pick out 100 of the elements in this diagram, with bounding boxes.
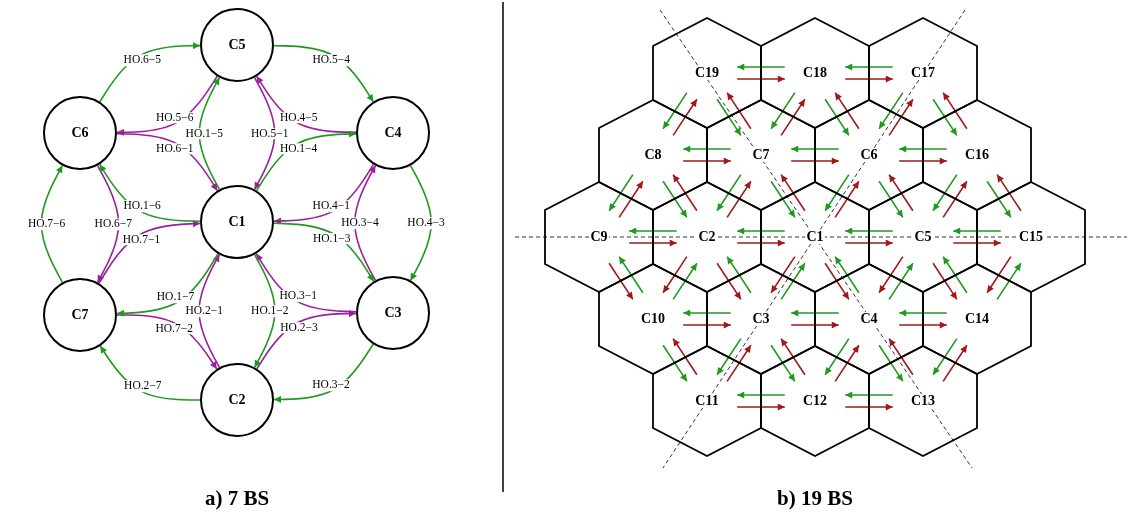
- edge-label: HO.4−3: [406, 217, 446, 229]
- arrow: [780, 173, 806, 212]
- arrow: [726, 344, 752, 383]
- arrow: [628, 227, 678, 235]
- panel-caption: a) 7 BS: [204, 486, 270, 511]
- arrow: [942, 91, 968, 130]
- arrow: [96, 164, 120, 284]
- cell-label: C14: [963, 312, 991, 326]
- arrow: [986, 255, 1012, 294]
- edge-label: HO.1−4: [278, 143, 319, 155]
- arrow: [844, 403, 894, 411]
- arrow: [726, 91, 752, 130]
- arrow: [682, 145, 732, 153]
- arrow: [932, 173, 958, 212]
- hexagon-cell: [545, 182, 653, 292]
- arrow: [790, 145, 840, 153]
- arrow: [716, 262, 742, 301]
- cell-label: C13: [909, 394, 937, 408]
- arrow: [662, 255, 688, 294]
- arrow: [736, 239, 786, 247]
- arrow: [834, 344, 860, 383]
- cell-label: C8: [643, 148, 663, 162]
- arrow: [878, 91, 904, 130]
- arrow: [878, 180, 904, 219]
- cell-label: C7: [71, 308, 89, 322]
- edge-label: HO.4−1: [311, 200, 352, 212]
- arrow: [736, 227, 786, 235]
- arrow: [790, 157, 840, 165]
- arrow: [844, 239, 894, 247]
- edge-label: HO.6−1: [155, 142, 195, 155]
- arrow: [255, 130, 357, 192]
- arrow: [726, 255, 752, 294]
- arrow: [824, 262, 850, 301]
- cell-label: C5: [913, 230, 933, 244]
- arrow: [898, 321, 948, 329]
- arrow: [824, 98, 850, 137]
- edge-label: HO.6−5: [122, 54, 163, 66]
- arrow: [780, 98, 806, 137]
- cell-label: C2: [228, 393, 246, 407]
- arrow: [273, 222, 375, 283]
- edge-label: HO.3−1: [278, 290, 318, 302]
- cell-label: C7: [751, 148, 771, 162]
- arrow: [770, 344, 796, 383]
- arrow: [353, 164, 377, 282]
- cell-label: C2: [697, 230, 717, 244]
- panel-caption: b) 19 BS: [777, 486, 853, 511]
- arrow: [628, 239, 678, 247]
- arrow: [770, 91, 796, 130]
- arrow: [618, 180, 644, 219]
- arrow: [780, 337, 806, 376]
- arrow: [608, 262, 634, 301]
- arrow: [716, 173, 742, 212]
- edge-label: HO.5−6: [154, 112, 195, 124]
- arrow: [716, 337, 742, 376]
- cell-label: C3: [384, 306, 402, 320]
- arrow: [888, 262, 914, 301]
- cell-label: C16: [963, 148, 991, 162]
- arrow: [736, 63, 786, 71]
- arrow: [682, 309, 732, 317]
- hexagon-cell: [653, 346, 761, 456]
- edge-label: HO.7−1: [121, 234, 162, 246]
- arrow: [996, 262, 1022, 301]
- edge-label: HO.1−2: [250, 305, 290, 317]
- arrow: [662, 344, 688, 383]
- cell-label: C3: [751, 312, 771, 326]
- arrow: [662, 180, 688, 219]
- arrow: [662, 91, 688, 130]
- arrow: [986, 180, 1012, 219]
- arrow: [780, 262, 806, 301]
- arrow: [878, 255, 904, 294]
- arrow: [40, 164, 64, 284]
- arrow: [198, 253, 221, 369]
- edge-label: HO.2−1: [184, 305, 224, 317]
- arrow: [824, 173, 850, 212]
- arrow: [952, 227, 1002, 235]
- cell-label: C17: [909, 66, 937, 80]
- hexagon-cell: [923, 264, 1031, 374]
- arrow: [770, 180, 796, 219]
- arrow: [942, 180, 968, 219]
- arrow: [888, 98, 914, 137]
- arrow: [682, 321, 732, 329]
- arrow: [736, 391, 786, 399]
- arrow: [996, 173, 1022, 212]
- arrow: [834, 180, 860, 219]
- arrow: [672, 173, 698, 212]
- edge-label: HO.2−7: [123, 380, 163, 393]
- cell-label: C5: [228, 38, 246, 52]
- arrow: [672, 262, 698, 301]
- arrow: [932, 98, 958, 137]
- cell-label: C12: [801, 394, 829, 408]
- edge-label: HO.7−6: [26, 218, 67, 230]
- hexagon-cell: [977, 182, 1085, 292]
- hexagon-cell: [869, 346, 977, 456]
- arrow: [834, 255, 860, 294]
- cell-label: C1: [805, 230, 825, 244]
- arrow: [844, 227, 894, 235]
- arrow: [824, 337, 850, 376]
- edge-label: HO.2−3: [279, 322, 319, 334]
- edge-label: HO.5−1: [249, 127, 290, 140]
- edge-label: HO.1−3: [311, 233, 352, 245]
